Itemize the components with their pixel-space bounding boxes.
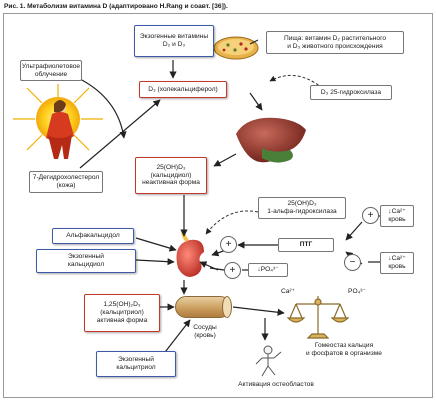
homeostasis-label: Гомеостаз кальция и фосфатов в организме: [306, 342, 382, 357]
exo-calcitriol-box: Экзогенный кальцитриол: [96, 351, 176, 377]
exo-calcidiol-box: Экзогенный кальцидиол: [36, 249, 136, 273]
liver-illustration: [236, 117, 306, 163]
d3-25-hydroxylase-box: D₃ 25-гидроксилаза: [310, 85, 392, 100]
alpha-hydroxylase-box: 25(OH)D₃ 1-альфа-гидроксилаза: [258, 197, 346, 219]
d3-box: D₃ (холекальциферол): [139, 81, 227, 98]
plus-sign-middle: +: [220, 236, 237, 253]
calcium-bottom-box: ↓Ca²⁺ кровь: [380, 252, 414, 274]
plus-sign-top: +: [362, 207, 379, 224]
dehydrocholesterol-box: 7-Дегидрохолестерол (кожа): [29, 171, 103, 193]
uv-box: Ультрафиолетовое облучение: [20, 60, 82, 81]
vessels-label: Сосуды (кровь): [193, 324, 217, 339]
plus-sign-bottom: +: [224, 262, 241, 279]
figure-title: Рис. 1. Метаболизм витамина D (адаптиров…: [4, 3, 228, 10]
pizza-illustration: [213, 36, 259, 60]
figure-frame: [3, 13, 433, 398]
calcium-label: Ca²⁺: [280, 288, 296, 295]
phosphate-box: ↓PO₄³⁻: [248, 263, 288, 277]
kidney-illustration: [176, 230, 204, 277]
food-box: Пища: витамин D₂ растительного и D₃ живо…: [266, 31, 404, 54]
minus-sign: −: [344, 254, 361, 271]
skeleton-illustration: [255, 345, 282, 377]
calcitriol-box: 1,25(OH)₂D₃ (кальцитриол) активная форма: [84, 294, 160, 332]
calcidiol-box: 25(OH)D₃ (кальцидиол) неактивная форма: [135, 157, 207, 194]
alfacalcidol-box: Альфакальцидол: [52, 228, 134, 244]
osteoblasts-label: Активация остеобластов: [238, 381, 314, 388]
calcium-top-box: ↓Ca²⁺ кровь: [380, 205, 414, 227]
sun-woman-illustration: [13, 84, 103, 159]
phosphate-label: PO₄³⁻: [348, 288, 366, 295]
blood-vessel-end: [222, 296, 232, 318]
exo-vitamins-box: Экзогенные витамины D₂ и D₃: [134, 25, 214, 57]
scales-illustration: [286, 296, 350, 339]
pth-box: ПТГ: [278, 238, 334, 252]
